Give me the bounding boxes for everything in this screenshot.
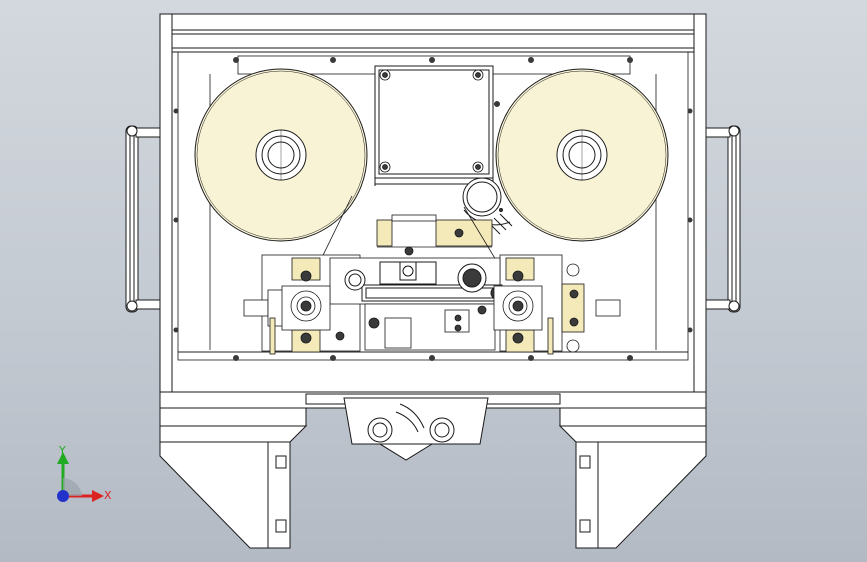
right-tape-reel [495,68,669,242]
mid-blocks [376,214,493,256]
center-plate [374,65,494,186]
y-axis-label: Y [58,444,66,457]
center-small-parts [368,305,487,349]
center-plate-screws [379,69,500,173]
xy-plane-indicator [63,478,82,496]
coordinate-triad: Y X [57,444,112,502]
guide-roller [462,177,513,235]
left-handle [125,125,161,313]
right-pinch-roller [493,257,621,355]
center-clamp [343,397,489,461]
x-axis-arrowhead [92,490,104,502]
frame-screws [173,57,693,361]
origin-marker [57,490,69,502]
left-pinch-roller [243,257,345,355]
right-handle [705,125,741,313]
tension-arm [344,261,504,302]
left-tape-reel [194,68,368,242]
left-bracket-foot [159,425,308,549]
right-bracket-foot [558,425,707,549]
x-axis-label: X [104,489,112,502]
top-rail [171,29,695,53]
y-axis-arrowhead [57,452,69,464]
